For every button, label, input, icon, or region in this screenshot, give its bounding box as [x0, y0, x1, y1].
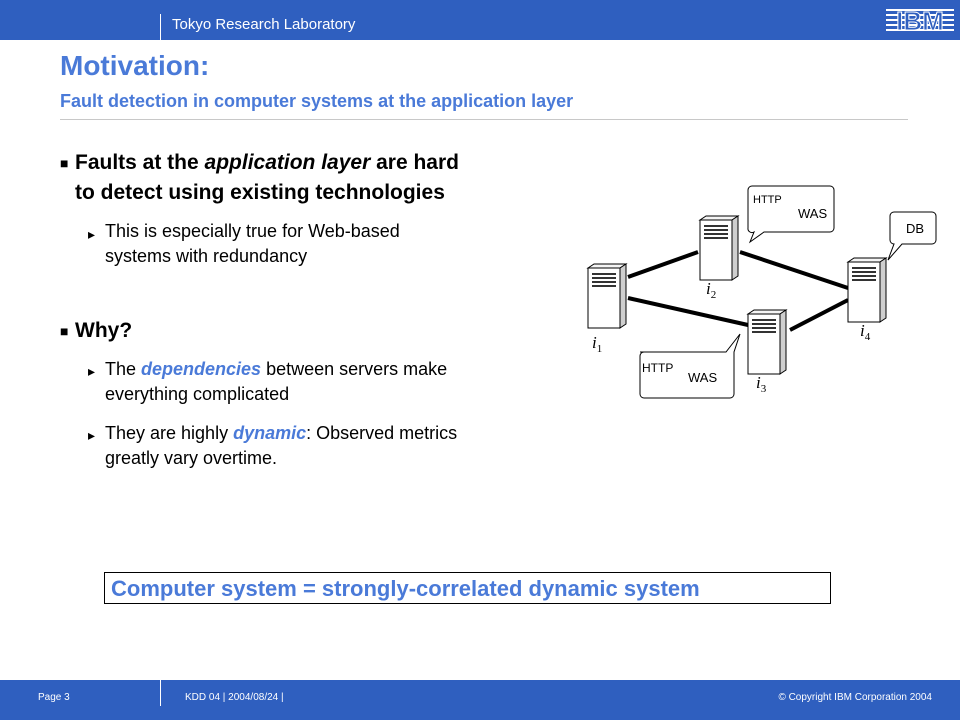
triangle-arrow-icon: ▸	[88, 363, 96, 379]
bullet-2-sub-1: The dependencies between servers make ev…	[105, 357, 447, 407]
sub-2-pre: The	[105, 359, 142, 379]
server-icon	[747, 309, 787, 375]
bullet-1-sub-1: This is especially true for Web-based sy…	[105, 219, 400, 269]
node-label-i1: i1	[592, 333, 602, 355]
link-i3-i4	[789, 298, 849, 332]
bullet-1: Faults at the application layer are hard…	[75, 148, 459, 208]
bullet-1-pre: Faults at the	[75, 151, 205, 174]
square-bullet-icon: ■	[60, 323, 69, 339]
sub-2-line2: everything complicated	[105, 384, 290, 404]
callout-bottom-http: HTTP	[642, 361, 673, 375]
footer-bar: Page 3 KDD 04 | 2004/08/24 | © Copyright…	[0, 680, 960, 720]
title-divider	[60, 119, 908, 120]
callout-top-http: HTTP	[753, 194, 782, 206]
header-divider	[160, 14, 161, 40]
sub-2-post: between servers make	[261, 359, 448, 379]
sub-1-line1: This is especially true for Web-based	[105, 221, 400, 241]
copyright: © Copyright IBM Corporation 2004	[778, 692, 932, 703]
server-icon	[587, 263, 627, 329]
header-bar: Tokyo Research Laboratory IBM	[0, 0, 960, 40]
callout-bottom-was-label: WAS	[688, 370, 717, 385]
slide-title: Motivation:	[60, 50, 210, 81]
callout-bottom-was	[639, 333, 741, 399]
lab-name: Tokyo Research Laboratory	[172, 16, 356, 33]
footer-divider	[160, 680, 161, 706]
slide-subtitle: Fault detection in computer systems at t…	[60, 91, 574, 111]
page-number: Page 3	[38, 692, 70, 703]
bullet-2: Why?	[75, 319, 133, 342]
sub-3-post: : Observed metrics	[306, 423, 458, 443]
bullet-2-sub-2: They are highly dynamic: Observed metric…	[105, 421, 457, 471]
triangle-arrow-icon: ▸	[88, 427, 96, 443]
link-i2-i4	[739, 250, 849, 290]
keyword-dependencies: dependencies	[141, 359, 262, 379]
server-icon	[699, 215, 739, 281]
callout-top-was-label: WAS	[798, 206, 827, 221]
link-i1-i3	[627, 296, 749, 327]
link-i1-i2	[627, 250, 699, 279]
bullet-1-post: are hard	[370, 151, 459, 174]
triangle-arrow-icon: ▸	[88, 226, 96, 242]
key-statement-box: Computer system = strongly-correlated dy…	[104, 572, 831, 604]
server-icon	[847, 257, 887, 323]
node-label-i4: i4	[860, 321, 871, 343]
sub-3-line2: greatly vary overtime.	[105, 448, 278, 468]
node-label-i3: i3	[756, 373, 767, 395]
square-bullet-icon: ■	[60, 155, 69, 171]
callout-top-was	[747, 185, 835, 244]
ibm-logo: IBM	[886, 6, 954, 37]
sub-3-pre: They are highly	[105, 423, 234, 443]
conference-info: KDD 04 | 2004/08/24 |	[185, 692, 284, 703]
node-label-i2: i2	[706, 279, 716, 301]
callout-db	[887, 211, 937, 261]
ibm-logo-text: IBM	[896, 6, 944, 36]
bullet-1-line2: to detect using existing technologies	[75, 181, 445, 204]
sub-1-line2: systems with redundancy	[105, 246, 308, 266]
bullet-1-emphasis: application layer	[204, 151, 371, 174]
keyword-dynamic: dynamic	[233, 423, 307, 443]
callout-db-label: DB	[906, 221, 924, 236]
server-dependency-diagram: i1 i2 i3 i4 HTTP WAS DB HTTP WAS	[587, 185, 937, 399]
